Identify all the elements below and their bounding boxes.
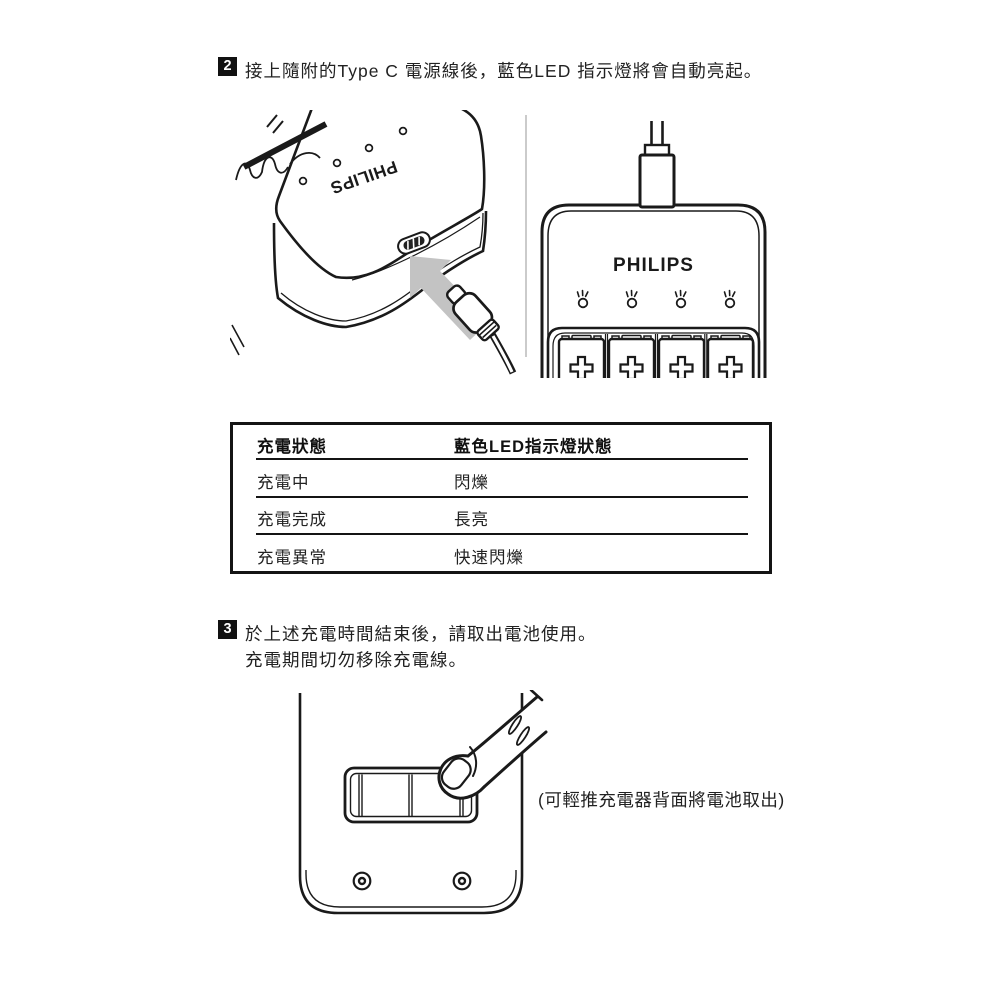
battery-compartment-outline (546, 326, 761, 378)
led-hole-icon (364, 143, 374, 153)
charger-angled-view-illustration: PHILIPS (230, 110, 517, 375)
battery-icon (657, 334, 706, 378)
screw-hole-icon (352, 871, 372, 891)
led-hole-icon (298, 176, 308, 186)
step-3-badge: 3 (218, 620, 237, 639)
led-hole-icon (332, 158, 342, 168)
table-rule (256, 457, 748, 460)
table-row-cell: 充電完成 (257, 511, 327, 529)
led-indicator-4-icon (723, 289, 736, 309)
usb-c-plug-icon (638, 153, 676, 209)
table-rule (256, 495, 748, 498)
step-3-text-line2: 充電期間切勿移除充電線。 (245, 650, 467, 670)
table-rule (256, 533, 748, 535)
charger-back-view-illustration (298, 690, 548, 915)
battery-icon (607, 334, 656, 378)
slot-divider-lines (604, 334, 708, 378)
battery-icon (706, 334, 755, 378)
led-indicator-1-icon (576, 289, 589, 309)
finger-pushing-icon (437, 690, 548, 800)
battery-bay-edge (242, 121, 328, 170)
led-indicator-2-icon (625, 289, 638, 309)
contact-spring-curve (289, 152, 321, 165)
led-indicator-3-icon (674, 289, 687, 309)
battery-removal-caption: (可輕推充電器背面將電池取出) (538, 790, 785, 810)
screw-hole-icon (452, 871, 472, 891)
table-row-cell: 充電異常 (257, 549, 327, 567)
cable-core (491, 335, 514, 373)
table-header-state: 充電狀態 (257, 438, 327, 456)
table-row-cell: 快速閃爍 (454, 549, 524, 567)
battery-contact-springs (235, 156, 289, 181)
step-2-badge: 2 (218, 57, 237, 76)
brand-wordmark: PHILIPS (613, 255, 694, 276)
step-2-text: 接上隨附的Type C 電源線後，藍色LED 指示燈將會自動亮起。 (245, 61, 763, 81)
cable-wires (650, 121, 664, 146)
charger-side-outline (272, 210, 488, 329)
battery-icon (557, 334, 606, 378)
table-row-cell: 長亮 (454, 511, 489, 529)
chamfer-line (351, 216, 481, 281)
led-hole-icon (398, 126, 408, 136)
figure-divider (525, 115, 527, 357)
knuckle-crease (469, 746, 478, 777)
fingernail-icon (440, 757, 472, 790)
panel-rib-lines (358, 774, 464, 817)
cropped-corner-lines (230, 324, 245, 356)
usb-c-port-icon (397, 231, 431, 255)
table-header-led: 藍色LED指示燈狀態 (454, 438, 613, 456)
table-row-cell: 充電中 (257, 474, 310, 492)
charger-body-inner-line (547, 210, 760, 378)
usb-c-connector-icon (446, 284, 500, 342)
charger-back-inner-line (305, 870, 517, 908)
table-row-cell: 閃爍 (454, 474, 489, 492)
crop-tick-marks (266, 114, 284, 134)
step-3-text-line1: 於上述充電時間結束後，請取出電池使用。 (245, 624, 597, 644)
led-status-table: 充電狀態 藍色LED指示燈狀態 充電中 閃爍 充電完成 長亮 充電異常 快速閃爍 (230, 422, 772, 574)
charger-front-view-illustration: PHILIPS (540, 121, 767, 378)
